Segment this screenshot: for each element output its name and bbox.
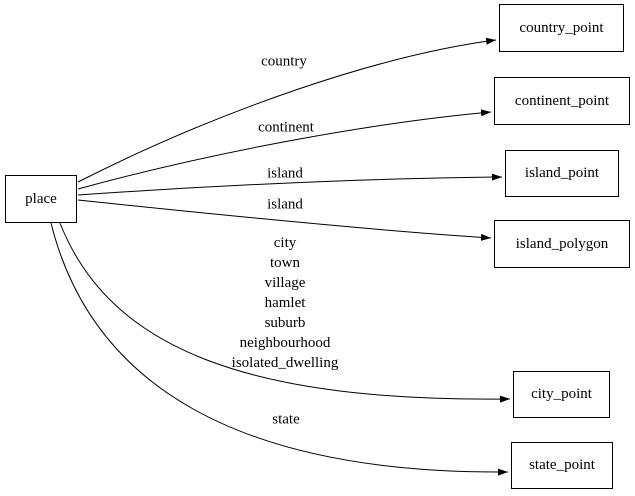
node-place: place xyxy=(5,175,77,223)
edge-place-state_point xyxy=(50,222,509,476)
edge-place-island_point xyxy=(77,173,503,196)
node-island-polygon: island_polygon xyxy=(494,220,630,268)
node-continent-point: continent_point xyxy=(494,77,630,125)
node-island-polygon-label: island_polygon xyxy=(515,235,609,252)
edge-place-continent_point xyxy=(77,109,492,190)
edge-label-line-neighbourhood: neighbourhood xyxy=(239,335,331,351)
node-island-point-label: island_point xyxy=(524,165,600,181)
edge-label-state: state xyxy=(272,411,300,428)
node-city-point: city_point xyxy=(513,371,610,418)
edge-label-line-suburb: suburb xyxy=(264,315,306,331)
node-place-label: place xyxy=(25,190,57,207)
node-island-point: island_point xyxy=(505,150,619,197)
node-continent-point-label: continent_point xyxy=(514,92,610,109)
edge-label-country: country xyxy=(261,53,307,70)
edge-label-line-city: city xyxy=(273,235,297,251)
node-country-point-label: country_point xyxy=(519,19,604,36)
edge-label-city-point: city town village hamlet suburb neighbou… xyxy=(232,233,339,373)
node-state-point-label: state_point xyxy=(529,457,595,473)
edge-label-line-village: village xyxy=(264,275,306,291)
edge-label-line-isolated-dwelling: isolated_dwelling xyxy=(231,355,339,371)
node-city-point-label: city_point xyxy=(531,386,592,402)
edge-label-island-polygon: island xyxy=(267,196,303,213)
edge-label-island-point: island xyxy=(267,165,303,182)
edge-label-line-hamlet: hamlet xyxy=(264,295,306,311)
edge-place-country_point xyxy=(77,37,497,183)
node-state-point: state_point xyxy=(511,442,613,489)
edge-label-line-town: town xyxy=(270,255,300,271)
edge-place-city_point xyxy=(59,222,511,403)
edge-label-continent: continent xyxy=(258,119,314,136)
edge-place-island_polygon xyxy=(77,199,492,241)
node-country-point: country_point xyxy=(499,4,624,52)
